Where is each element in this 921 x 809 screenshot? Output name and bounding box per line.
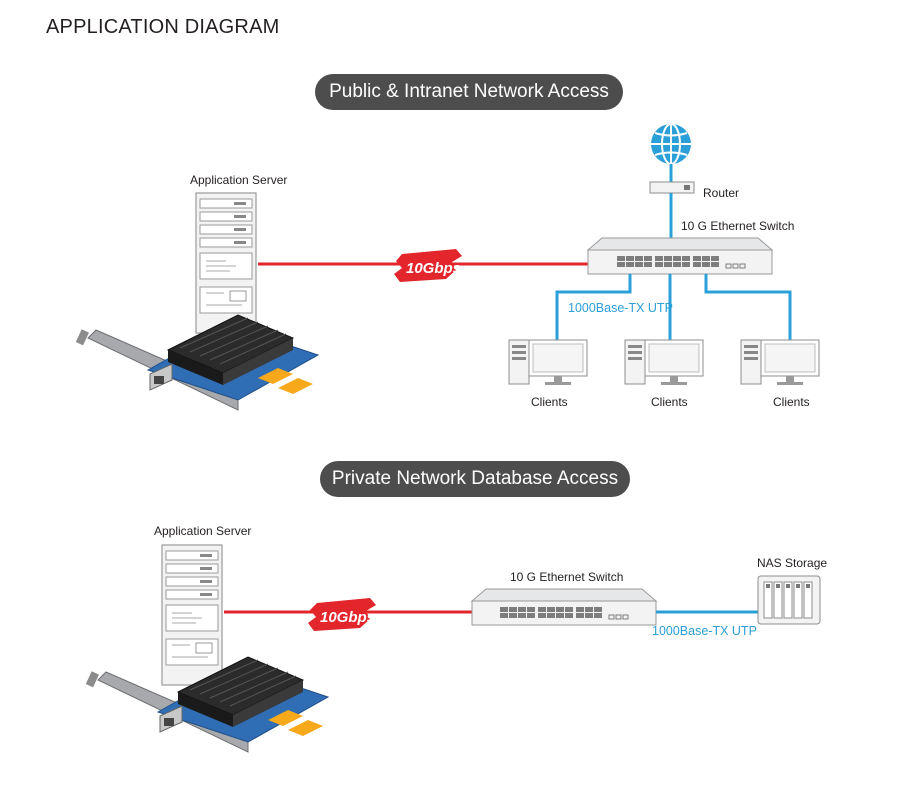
- client-1: [508, 339, 588, 386]
- router-label: Router: [703, 186, 740, 200]
- section2-speed-badge: 10Gbps: [308, 598, 376, 631]
- globe-icon: [651, 123, 691, 165]
- client-3-label: Clients: [773, 395, 810, 409]
- section1-client-links: [555, 274, 792, 340]
- client-2: [624, 339, 704, 386]
- client-2-label: Clients: [651, 395, 688, 409]
- section1-link-label: 1000Base-TX UTP: [568, 301, 673, 315]
- section2-link-label: 1000Base-TX UTP: [652, 624, 757, 638]
- section1-speed-text: 10Gbps: [406, 260, 461, 277]
- section1-speed-badge: 10Gbps: [394, 249, 462, 282]
- section2-heading: Private Network Database Access: [320, 461, 630, 497]
- section1-heading: Public & Intranet Network Access: [315, 74, 623, 110]
- section2-speed-text: 10Gbps: [320, 609, 375, 626]
- section1-switch: [587, 237, 773, 275]
- section1-server-label: Application Server: [190, 173, 288, 187]
- nas-storage-icon: [757, 575, 821, 625]
- section2-switch-label: 10 G Ethernet Switch: [510, 570, 624, 584]
- router-icon: [649, 181, 695, 194]
- page-title: APPLICATION DIAGRAM: [46, 16, 280, 38]
- section1-switch-label: 10 G Ethernet Switch: [681, 219, 795, 233]
- section2-switch: [471, 588, 657, 626]
- section2-server-label: Application Server: [154, 524, 252, 538]
- section1-server: [195, 192, 257, 334]
- client-3: [740, 339, 820, 386]
- nas-storage-label: NAS Storage: [757, 556, 828, 570]
- section2-server: [161, 544, 223, 686]
- client-1-label: Clients: [531, 395, 568, 409]
